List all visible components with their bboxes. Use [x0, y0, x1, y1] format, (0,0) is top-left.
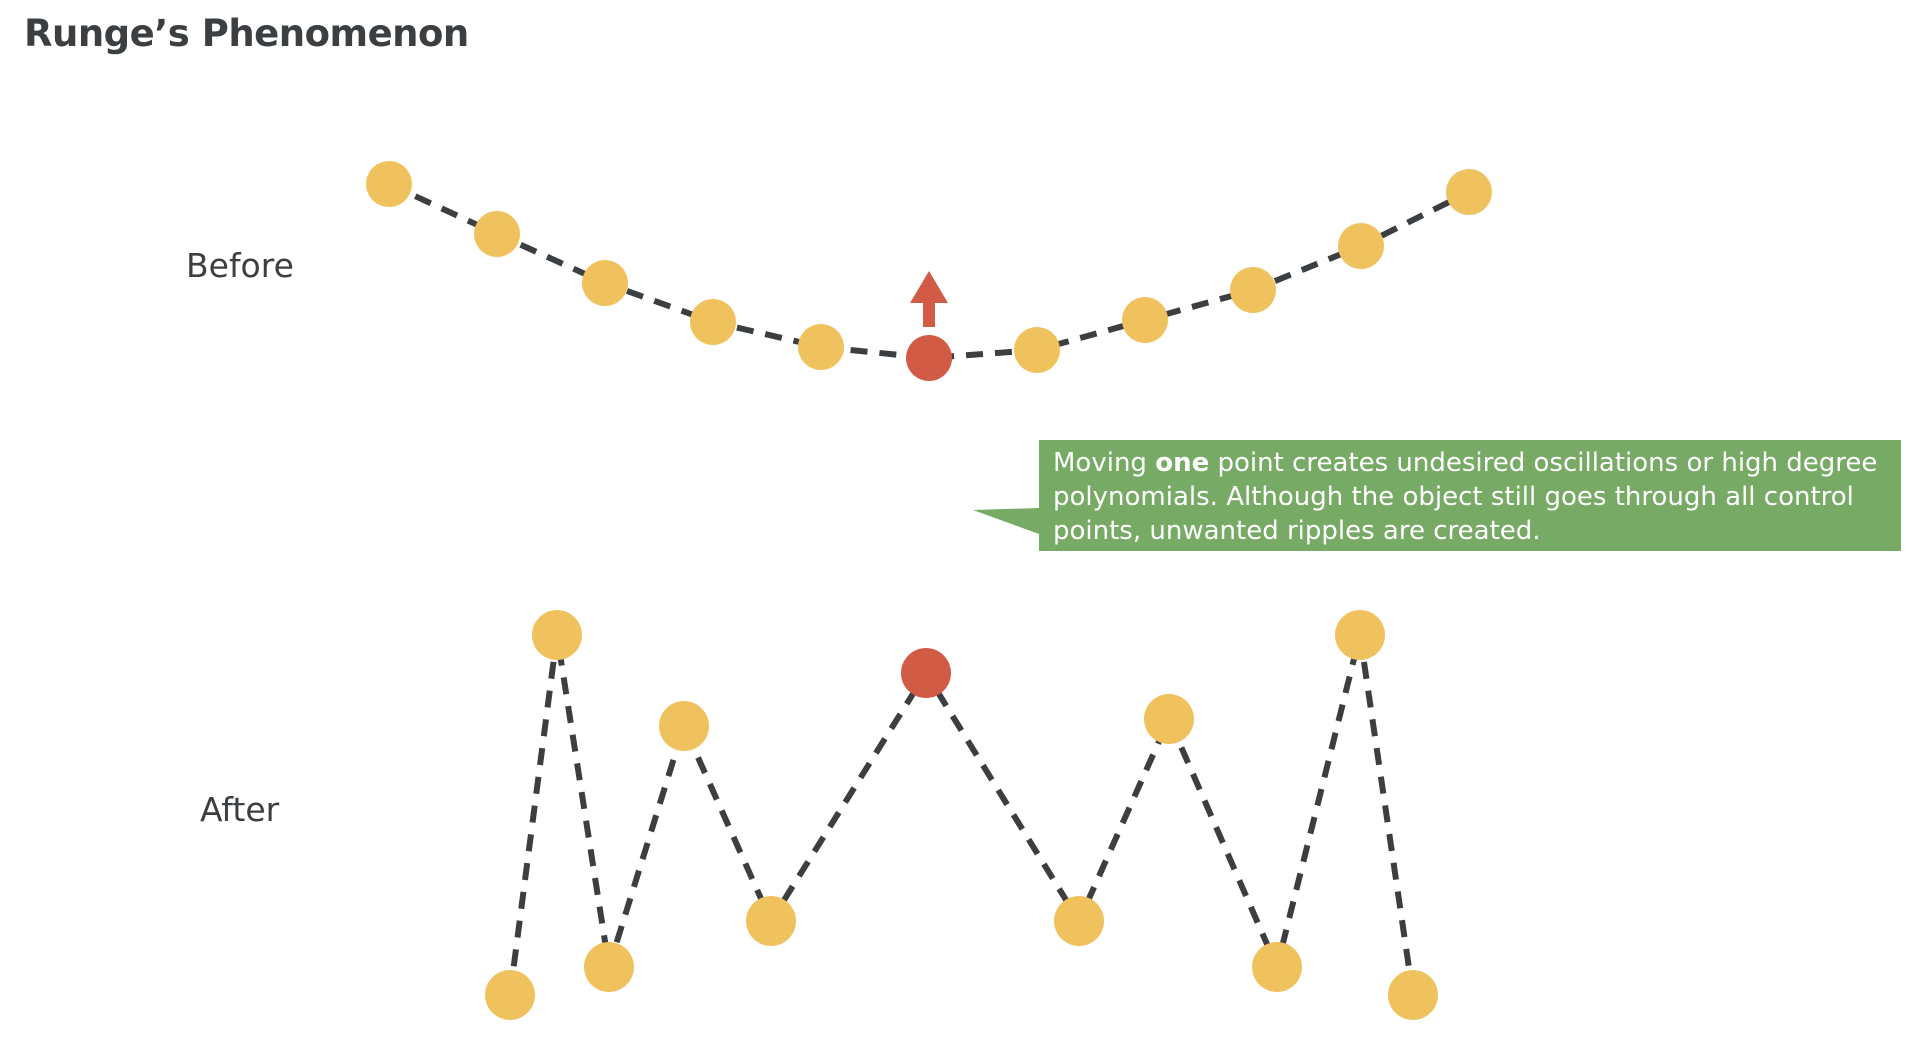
after-moved-point: [901, 648, 951, 698]
after-point: [1252, 942, 1302, 992]
callout-text-bold: one: [1155, 448, 1210, 478]
after-point: [485, 970, 535, 1020]
after-point: [659, 701, 709, 751]
callout-text-post: point creates undesired oscillations or …: [1053, 448, 1878, 546]
after-curve-group: [485, 610, 1438, 1020]
before-point: [798, 324, 844, 370]
page-title: Runge’s Phenomenon: [24, 12, 469, 55]
after-label: After: [200, 790, 280, 829]
before-point: [1014, 327, 1060, 373]
after-point: [746, 896, 796, 946]
after-curve: [507, 634, 1416, 996]
after-point: [584, 942, 634, 992]
up-arrow-icon: [910, 271, 948, 327]
before-point: [1338, 223, 1384, 269]
after-point: [1388, 970, 1438, 1020]
after-point: [1054, 896, 1104, 946]
before-point: [690, 299, 736, 345]
before-point: [582, 260, 628, 306]
callout-tail: [973, 508, 1039, 534]
callout-box: Moving one point creates undesired oscil…: [1039, 440, 1901, 551]
before-curve: [387, 181, 1471, 362]
before-point: [1122, 297, 1168, 343]
before-label: Before: [186, 246, 294, 285]
before-moved-point: [906, 335, 952, 381]
before-point: [1230, 267, 1276, 313]
before-point: [474, 211, 520, 257]
after-point: [1144, 694, 1194, 744]
callout-text-pre: Moving: [1053, 448, 1156, 478]
after-point: [1335, 610, 1385, 660]
after-point: [532, 610, 582, 660]
before-point: [366, 161, 412, 207]
before-point: [1446, 169, 1492, 215]
before-curve-group: [366, 161, 1492, 381]
